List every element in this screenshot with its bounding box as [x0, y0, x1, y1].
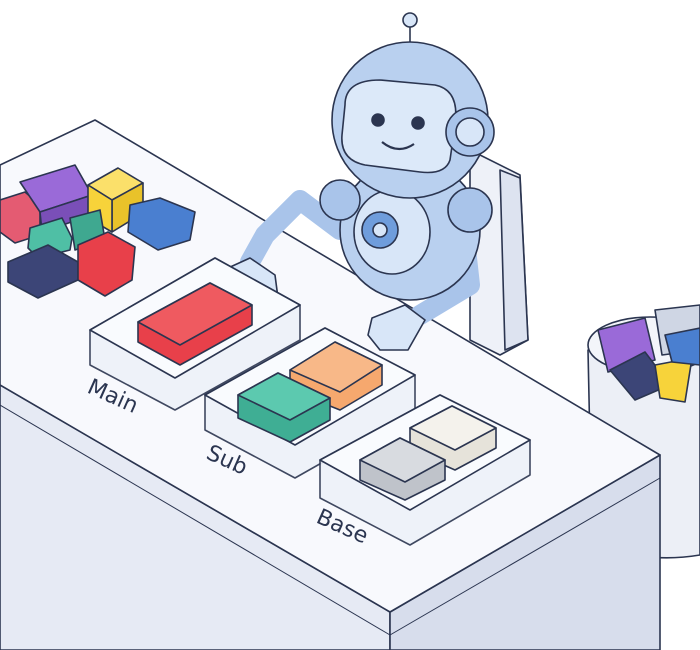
robot [224, 12, 495, 351]
tray-sub [204, 327, 416, 479]
loose-blocks [0, 164, 196, 299]
tray-main [89, 257, 301, 411]
tray-base [319, 394, 531, 546]
chair [469, 149, 529, 356]
